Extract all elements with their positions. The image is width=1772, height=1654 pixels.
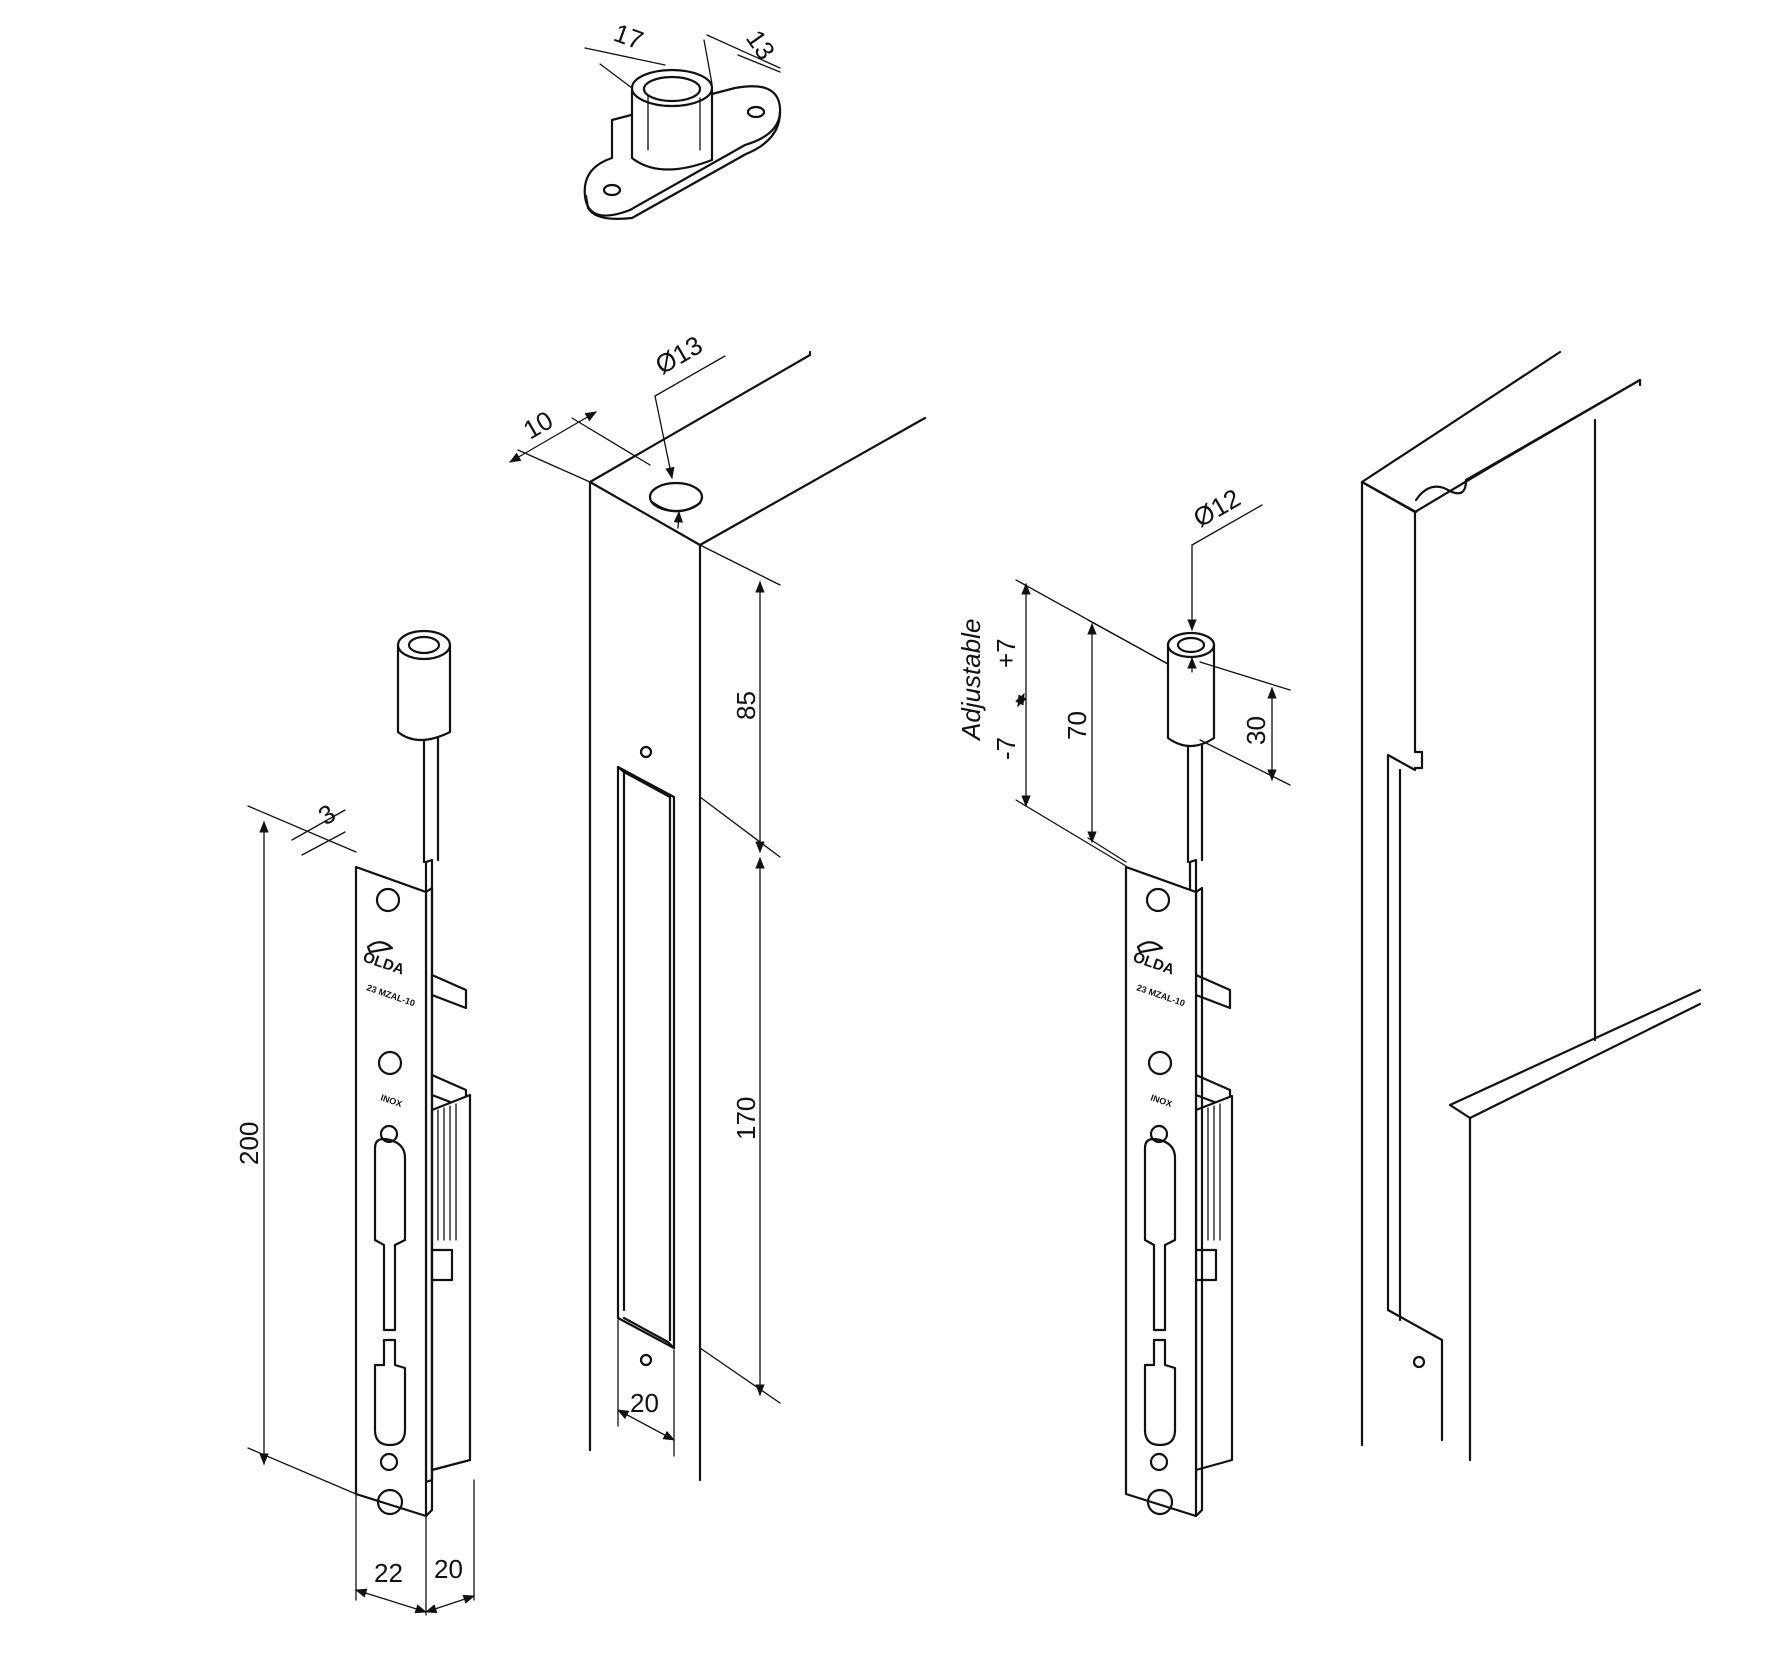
door-edge-frame [588,350,927,1482]
dim-rod-travel: 70 [1062,711,1092,740]
dim-slot-width: 20 [630,1388,659,1418]
adjustable-label: Adjustable [956,619,986,742]
dim-top-to-slot: 85 [731,691,761,720]
dim-guide-width: 17 [610,17,647,55]
dim-group-right: 70 Adjustable -7 +7 30 Ø12 [956,483,1291,867]
dim-rod-tip: 30 [1241,716,1271,745]
dim-plate-length: 200 [234,1122,264,1165]
dim-rod-diameter: Ø12 [1188,483,1246,534]
dim-hole-frame: Ø13 [650,330,708,381]
door-profile [1360,350,1702,1462]
flush-bolt-right: OLDA 23 MZAL-10 INOX [1124,631,1234,1518]
flush-bolt-left: OLDA 23 MZAL-10 INOX [354,629,472,1518]
dim-body-depth: 20 [434,1554,463,1584]
dim-slot-length: 170 [731,1097,761,1140]
adjust-range-minus: -7 [991,737,1021,760]
dim-edge-offset: 10 [518,405,558,445]
dim-plate-width: 22 [374,1558,403,1588]
floor-guide: 17 13 [583,17,781,220]
adjust-range-plus: +7 [991,638,1021,668]
